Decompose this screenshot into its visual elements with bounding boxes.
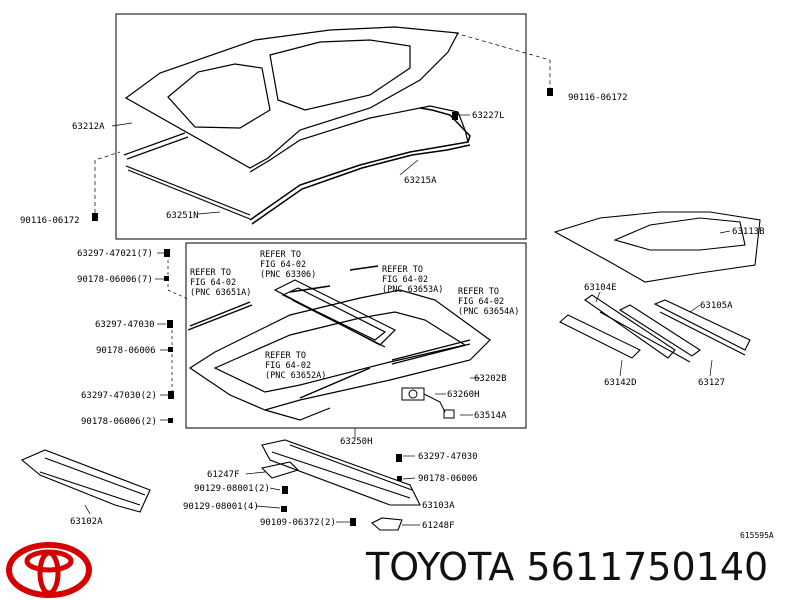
refer-note-63651A: REFER TO FIG 64-02 (PNC 63651A) xyxy=(190,268,251,298)
part-label: 63127 xyxy=(698,378,725,388)
part-label: 63212A xyxy=(72,122,105,132)
part-label: 61247F xyxy=(207,470,240,480)
part-label: 63113B xyxy=(732,227,765,237)
part-label: 63514A xyxy=(474,411,507,421)
refer-note-line: REFER TO xyxy=(382,265,423,275)
refer-note-line: REFER TO xyxy=(265,351,306,361)
part-label: 90178-06006 xyxy=(96,346,156,356)
toyota-logo-icon xyxy=(6,542,92,598)
part-label: 90178-06006(7) xyxy=(77,275,153,285)
refer-note-line: (PNC 63654A) xyxy=(458,307,519,317)
part-label: 63297-47021(7) xyxy=(77,249,153,259)
catalog-code: 615595A xyxy=(740,531,774,540)
weatherstrip-drawing xyxy=(249,107,471,225)
refer-note-line: REFER TO xyxy=(260,250,301,260)
leader-line-63102A xyxy=(84,504,91,515)
refer-note-63652A: REFER TO FIG 64-02 (PNC 63652A) xyxy=(265,351,326,381)
part-label: 90116-06172 xyxy=(20,216,80,226)
part-label: 90178-06006(2) xyxy=(81,417,157,427)
refer-note-63653A: REFER TO FIG 64-02 (PNC 63653A) xyxy=(382,265,443,295)
part-label: 63297-47030(2) xyxy=(81,391,157,401)
frame-rails-drawing xyxy=(187,265,471,399)
sunroof-frame-group-box xyxy=(185,242,527,429)
part-label: 90109-06372(2) xyxy=(260,518,336,528)
refer-note-line: FIG 64-02 xyxy=(265,361,311,371)
part-label: 63227L xyxy=(472,111,505,121)
refer-note-line: FIG 64-02 xyxy=(260,260,306,270)
sunroof-frame-drawing xyxy=(188,279,491,421)
leader-lines-bottom xyxy=(245,455,420,526)
leader-lines-frame xyxy=(155,252,480,438)
part-label: 90129-08001(4) xyxy=(183,502,259,512)
seal-strip-drawing xyxy=(123,132,251,220)
refer-note-63306: REFER TO FIG 64-02 (PNC 63306) xyxy=(260,250,316,280)
bolt-icon xyxy=(92,88,553,221)
part-label: 63251N xyxy=(166,211,199,221)
refer-note-line: FIG 64-02 xyxy=(458,297,504,307)
clip-icon xyxy=(281,454,402,526)
refer-note-63654A: REFER TO FIG 64-02 (PNC 63654A) xyxy=(458,287,519,317)
part-label: 90116-06172 xyxy=(568,93,628,103)
roof-panel-drawing xyxy=(124,26,469,173)
part-label: 63250H xyxy=(340,437,373,447)
refer-note-line: (PNC 63653A) xyxy=(382,285,443,295)
part-label: 90129-08001(2) xyxy=(194,484,270,494)
leader-lines-right xyxy=(595,230,731,377)
sunshade-panel-drawing xyxy=(553,211,761,283)
clip-icon xyxy=(164,249,174,423)
part-label: 61248F xyxy=(422,521,455,531)
part-label: 63142D xyxy=(604,378,637,388)
refer-note-line: FIG 64-02 xyxy=(382,275,428,285)
part-label: 63103A xyxy=(422,501,455,511)
part-label: 63105A xyxy=(700,301,733,311)
bracket-drawing xyxy=(260,461,403,531)
part-label: 90178-06006 xyxy=(418,474,478,484)
motor-drawing xyxy=(401,387,455,419)
refer-note-line: (PNC 63306) xyxy=(260,270,316,280)
refer-note-line: (PNC 63652A) xyxy=(265,371,326,381)
roof-panel-group-box xyxy=(115,13,527,240)
part-label: 63297-47030 xyxy=(418,452,478,462)
refer-note-line: REFER TO xyxy=(190,268,231,278)
part-label: 63102A xyxy=(70,517,103,527)
part-label: 63202B xyxy=(474,374,507,384)
part-label: 63215A xyxy=(404,176,437,186)
part-label: 63297-47030 xyxy=(95,320,155,330)
leader-lines-upper xyxy=(94,32,551,215)
rear-header-panel-drawing xyxy=(261,439,421,506)
refer-note-line: REFER TO xyxy=(458,287,499,297)
refer-note-line: (PNC 63651A) xyxy=(190,288,251,298)
part-label: 63260H xyxy=(447,390,480,400)
refer-note-line: FIG 64-02 xyxy=(190,278,236,288)
reinforcement-drawing xyxy=(559,294,751,363)
brand-part-number: TOYOTA 5611750140 xyxy=(366,545,769,589)
part-label: 63104E xyxy=(584,283,617,293)
front-header-panel-drawing xyxy=(20,449,151,513)
